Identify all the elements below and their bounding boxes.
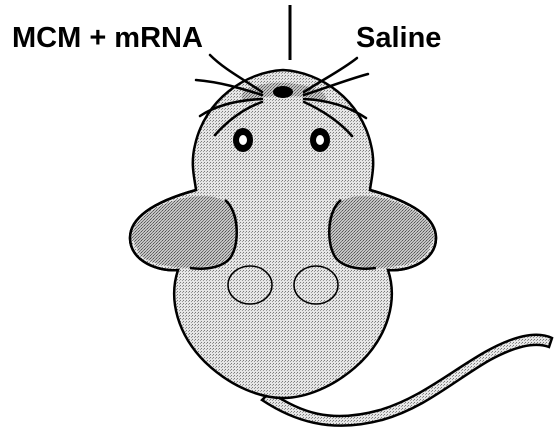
- right-eye-icon: [310, 128, 330, 152]
- left-forepaw: [132, 196, 238, 268]
- treatment-label-right: Saline: [356, 24, 441, 53]
- treatment-label-left: MCM + mRNA: [12, 24, 203, 53]
- left-eye-icon: [233, 128, 253, 152]
- nose: [273, 86, 293, 98]
- right-forepaw: [328, 196, 434, 268]
